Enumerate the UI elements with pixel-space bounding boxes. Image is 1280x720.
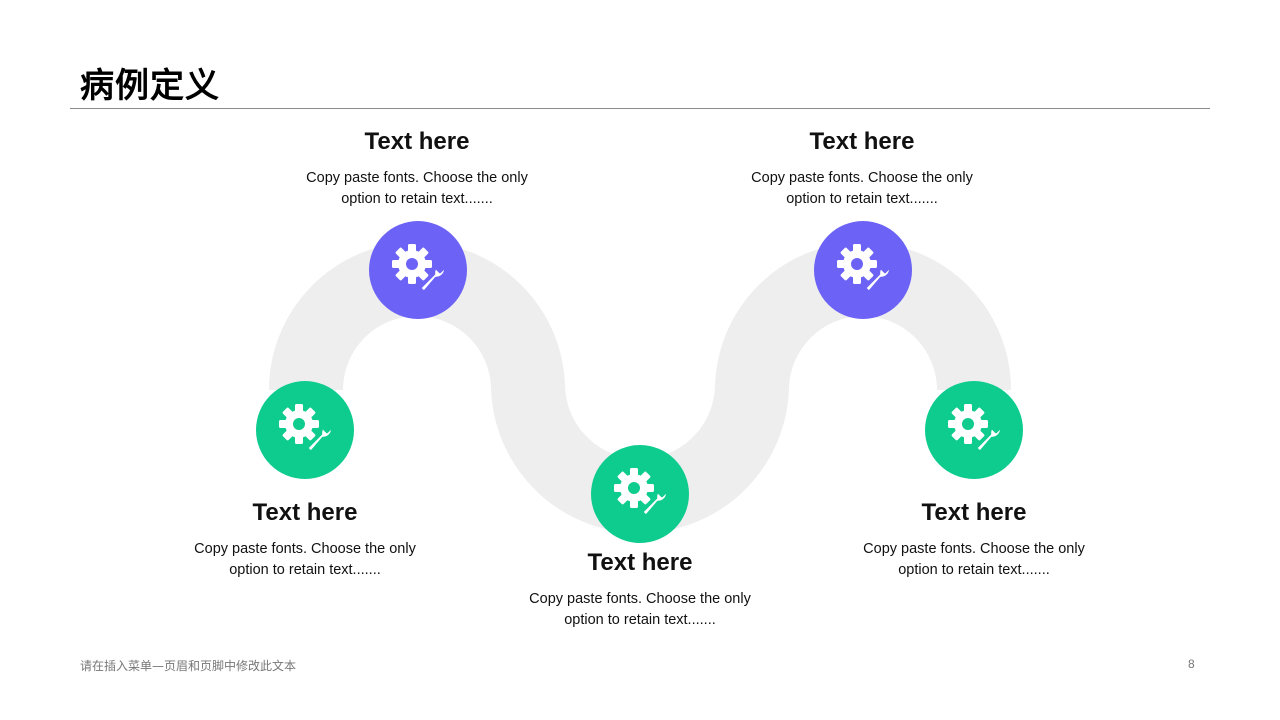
step-heading: Text here	[921, 499, 1027, 526]
step-description-line: Copy paste fonts. Choose the only	[863, 541, 1085, 557]
step-heading: Text here	[364, 128, 470, 155]
step-heading: Text here	[252, 499, 358, 526]
step-description-line: option to retain text.......	[786, 191, 938, 207]
page-number: 8	[1188, 657, 1195, 671]
step-description-line: Copy paste fonts. Choose the only	[529, 591, 751, 607]
step-description: Copy paste fonts. Choose the only option…	[824, 539, 1124, 581]
step-description: Copy paste fonts. Choose the only option…	[155, 539, 455, 581]
step-1-text: Text here Copy paste fonts. Choose the o…	[155, 499, 455, 581]
gear-wrench-icon	[392, 244, 447, 294]
step-description-line: option to retain text.......	[341, 191, 493, 207]
step-heading: Text here	[809, 128, 915, 155]
step-description-line: option to retain text.......	[229, 562, 381, 578]
step-heading: Text here	[587, 549, 693, 576]
gear-wrench-icon	[948, 404, 1003, 454]
gear-wrench-icon	[837, 244, 892, 294]
step-description: Copy paste fonts. Choose the only option…	[712, 168, 1012, 210]
step-description-line: Copy paste fonts. Choose the only	[194, 541, 416, 557]
step-3-text: Text here Copy paste fonts. Choose the o…	[490, 549, 790, 631]
step-description: Copy paste fonts. Choose the only option…	[490, 589, 790, 631]
step-2-text: Text here Copy paste fonts. Choose the o…	[267, 128, 567, 210]
step-4-node	[814, 221, 912, 319]
step-description: Copy paste fonts. Choose the only option…	[267, 168, 567, 210]
step-1-node	[256, 381, 354, 479]
step-description-line: option to retain text.......	[898, 562, 1050, 578]
step-4-text: Text here Copy paste fonts. Choose the o…	[712, 128, 1012, 210]
step-3-node	[591, 445, 689, 543]
gear-wrench-icon	[279, 404, 334, 454]
step-2-node	[369, 221, 467, 319]
step-description-line: Copy paste fonts. Choose the only	[751, 170, 973, 186]
slide-title: 病例定义	[80, 66, 220, 106]
step-5-node	[925, 381, 1023, 479]
gear-wrench-icon	[614, 468, 669, 518]
step-description-line: Copy paste fonts. Choose the only	[306, 170, 528, 186]
step-5-text: Text here Copy paste fonts. Choose the o…	[824, 499, 1124, 581]
step-description-line: option to retain text.......	[564, 612, 716, 628]
title-divider	[70, 108, 1210, 109]
footer-text: 请在插入菜单—页眉和页脚中修改此文本	[80, 659, 297, 673]
